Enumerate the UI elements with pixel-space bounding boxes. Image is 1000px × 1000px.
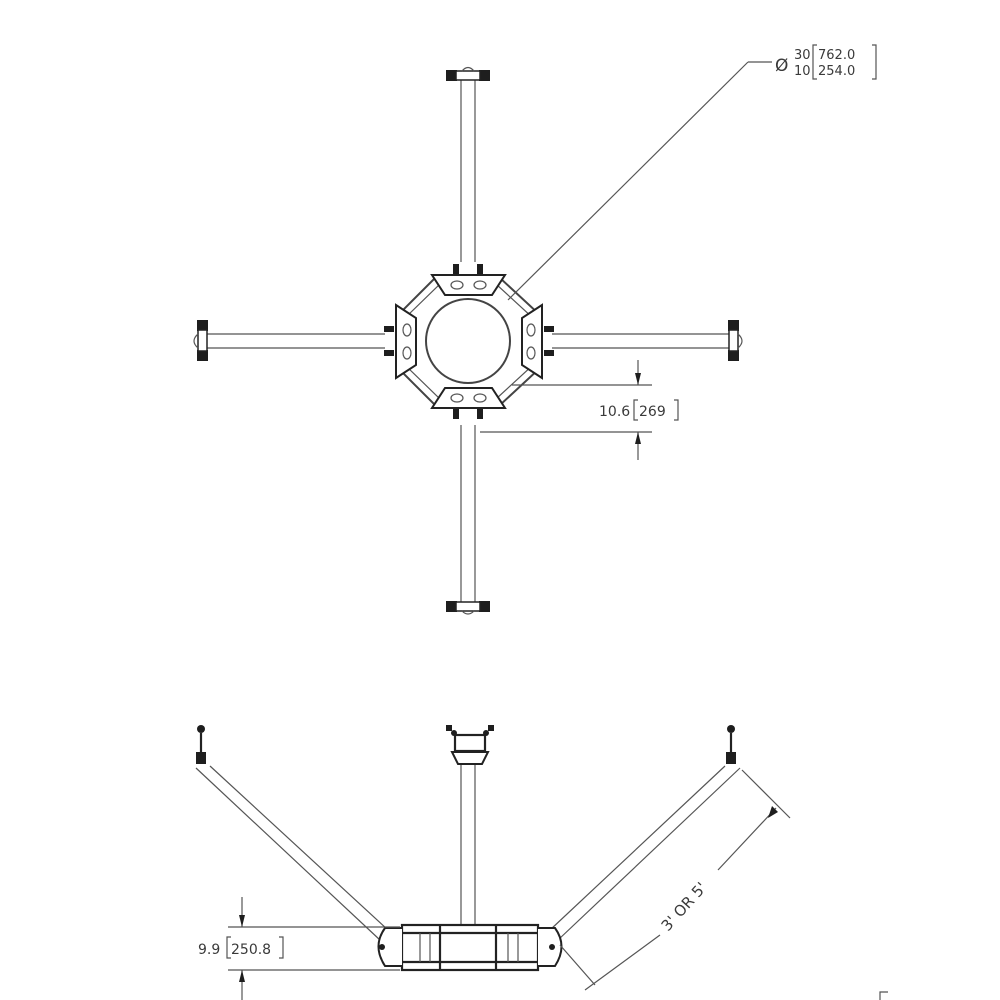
arm-top	[446, 66, 490, 262]
diameter-inch-min: 10	[794, 64, 811, 79]
diameter-inch-max: 30	[794, 48, 811, 63]
diameter-symbol: Ø	[775, 56, 788, 76]
diameter-mm-min: 254.0	[818, 64, 855, 79]
arm-bottom	[446, 425, 490, 615]
arm-right-angled	[549, 725, 741, 941]
edge-mark	[879, 991, 888, 1000]
arm-right	[552, 320, 743, 361]
top-view: Ø 30 10 762.0 254.0 10.6 269	[193, 44, 877, 615]
base-height-mm: 250.8	[231, 942, 271, 958]
arm-left-angled	[195, 725, 389, 941]
base-height-inch: 9.9	[198, 942, 220, 958]
center-pole	[446, 725, 494, 960]
diameter-callout: Ø 30 10 762.0 254.0	[507, 44, 877, 301]
arm-left	[193, 320, 385, 361]
diameter-mm-max: 762.0	[818, 48, 855, 63]
ring-offset-inch: 10.6	[599, 404, 630, 420]
ring-offset-mm: 269	[639, 404, 666, 420]
arm-length-label: 3' OR 5'	[658, 879, 711, 935]
ring-offset-dimension: 10.6 269	[480, 360, 679, 460]
arm-length-dimension: 3' OR 5'	[559, 769, 791, 991]
ring-assembly	[384, 264, 554, 419]
base-height-dimension: 9.9 250.8	[198, 897, 400, 1000]
base-hub	[377, 923, 563, 972]
front-view: 9.9 250.8 3' OR 5'	[195, 725, 888, 1000]
